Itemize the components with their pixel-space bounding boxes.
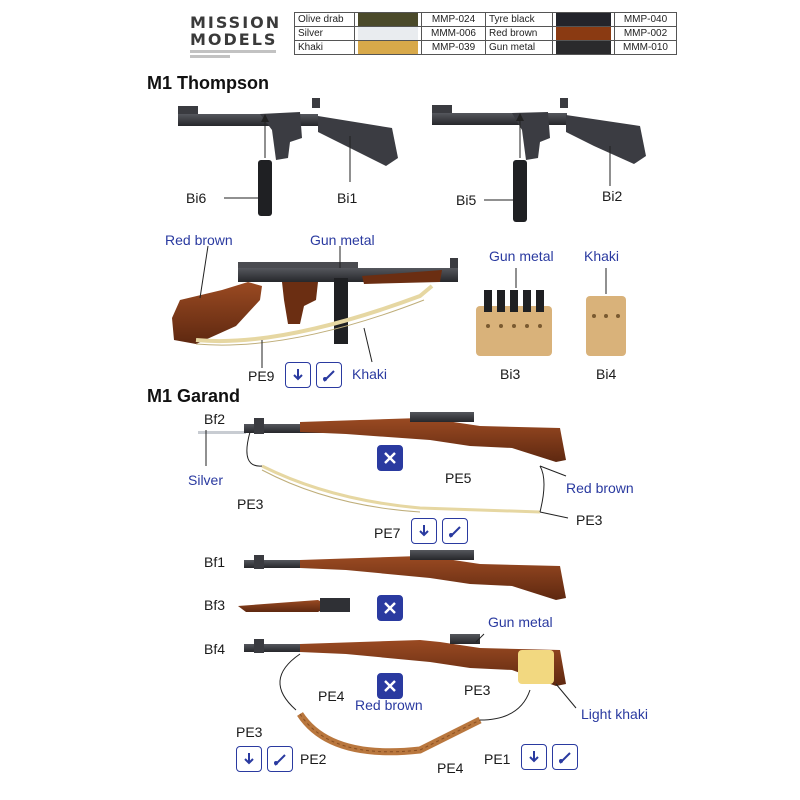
paint-swatch	[354, 40, 422, 55]
label-bi3: Bi3	[500, 366, 521, 382]
label-pe3-d: PE3	[236, 724, 263, 740]
paint-swatch-color	[358, 41, 418, 54]
glue-icon-2	[442, 518, 468, 544]
label-pe2: PE2	[300, 751, 327, 767]
brand-line-2: MODELS	[190, 30, 278, 49]
paint-swatch	[552, 12, 615, 27]
label-pe1: PE1	[484, 751, 511, 767]
fold-down-icon-2	[411, 518, 437, 544]
label-bf3: Bf3	[204, 597, 226, 613]
paint-swatch-color	[556, 27, 611, 40]
label-pe4-a: PE4	[318, 688, 345, 704]
paint-swatch-color	[358, 13, 418, 26]
glue-icon	[316, 362, 342, 388]
thompson-gray-2	[432, 98, 646, 222]
label-red-brown-3: Red brown	[355, 697, 423, 713]
label-bi4: Bi4	[596, 366, 617, 382]
fold-down-icon-3	[236, 746, 262, 772]
label-pe5: PE5	[445, 470, 472, 486]
remove-part-icon-2	[377, 595, 403, 621]
glue-icon-4	[552, 744, 578, 770]
paint-swatch-color	[556, 13, 611, 26]
paint-swatch-color	[556, 41, 611, 54]
paint-code: MMP-039	[421, 40, 486, 55]
thompson-gray-1	[178, 98, 398, 216]
paint-swatch	[552, 26, 615, 41]
label-bi2: Bi2	[602, 188, 623, 204]
garand-2	[244, 550, 566, 600]
glue-icon-3	[267, 746, 293, 772]
paint-name: Khaki	[294, 40, 355, 55]
label-pe3-c: PE3	[464, 682, 491, 698]
label-pe4-b: PE4	[437, 760, 464, 776]
thompson-painted	[172, 245, 458, 368]
remove-part-icon	[377, 445, 403, 471]
label-bi5: Bi5	[456, 192, 477, 208]
label-khaki-1: Khaki	[584, 248, 620, 264]
label-khaki-2: Khaki	[352, 366, 388, 382]
garand-3	[244, 633, 577, 756]
label-pe3-a: PE3	[237, 496, 264, 512]
label-bf1: Bf1	[204, 554, 226, 570]
section-title-thompson: M1 Thompson	[147, 73, 269, 93]
label-pe3-b: PE3	[576, 512, 603, 528]
label-gun-metal-2: Gun metal	[489, 248, 554, 264]
label-pe7: PE7	[374, 525, 401, 541]
label-bf4: Bf4	[204, 641, 226, 657]
paint-code: MMM-010	[614, 40, 677, 55]
label-bi6: Bi6	[186, 190, 207, 206]
paint-swatch	[552, 40, 615, 55]
label-bi1: Bi1	[337, 190, 358, 206]
brand-logo: MISSION MODELS	[190, 14, 286, 58]
paint-swatch	[354, 12, 422, 27]
label-bf2: Bf2	[204, 411, 226, 427]
brand-line-1: MISSION	[190, 13, 282, 32]
bayonet-scabbard	[238, 598, 350, 612]
label-red-brown-2: Red brown	[566, 480, 634, 496]
label-light-khaki: Light khaki	[581, 706, 648, 722]
ammo-pouch-3cell	[586, 268, 626, 356]
label-silver: Silver	[188, 472, 224, 488]
ammo-pouch-5cell	[476, 268, 552, 356]
brand-fineprint	[190, 50, 276, 53]
label-gun-metal-3: Gun metal	[488, 614, 553, 630]
label-pe9: PE9	[248, 368, 275, 384]
brand-fineprint-2	[190, 55, 230, 58]
label-gun-metal-1: Gun metal	[310, 232, 375, 248]
fold-down-icon-4	[521, 744, 547, 770]
label-red-brown-1: Red brown	[165, 232, 233, 248]
garand-1	[198, 412, 569, 519]
fold-down-icon	[285, 362, 311, 388]
remove-part-icon-3	[377, 673, 403, 699]
paint-swatch-color	[358, 27, 418, 40]
section-title-garand: M1 Garand	[147, 386, 241, 406]
